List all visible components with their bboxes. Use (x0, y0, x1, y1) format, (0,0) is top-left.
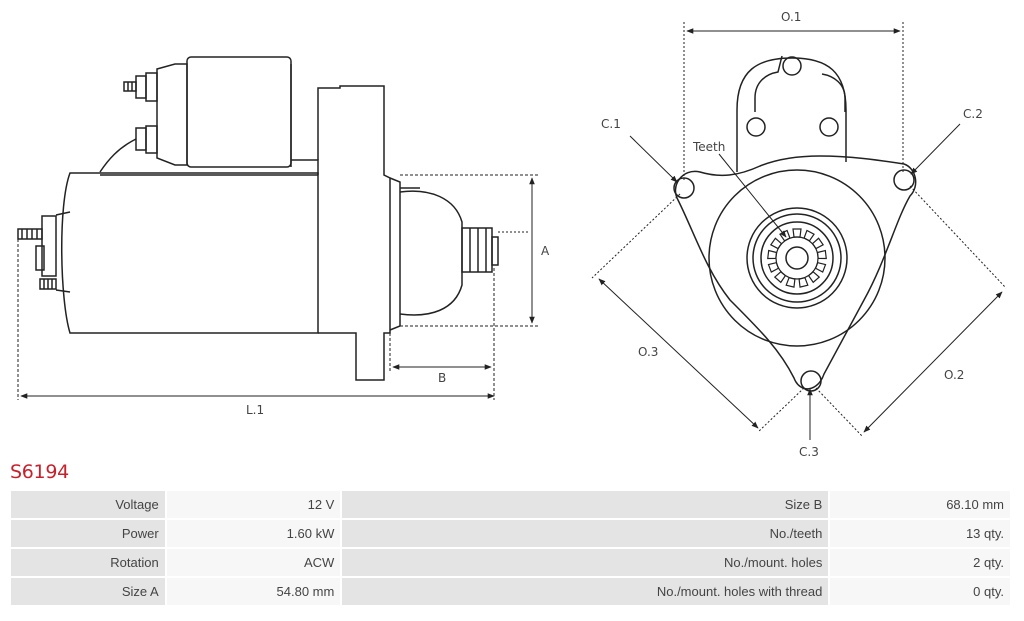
spec-value: 2 qty. (830, 549, 1010, 576)
dim-label-o1: O.1 (781, 10, 801, 24)
spec-label: No./mount. holes with thread (342, 578, 829, 605)
spec-label: Voltage (11, 491, 165, 518)
spec-value: 13 qty. (830, 520, 1010, 547)
spec-label: Size A (11, 578, 165, 605)
spec-label: Power (11, 520, 165, 547)
spec-value: 0 qty. (830, 578, 1010, 605)
dim-label-a: A (541, 244, 550, 258)
dim-label-b: B (438, 371, 446, 385)
spec-value: 68.10 mm (830, 491, 1010, 518)
spec-value: 1.60 kW (166, 520, 341, 547)
spec-label: No./mount. holes (342, 549, 829, 576)
drive-housing (317, 85, 391, 381)
starter-technical-drawing: A B L.1 (17, 10, 1007, 459)
dim-label-c3: C.3 (799, 445, 819, 459)
dim-label-l1: L.1 (246, 403, 264, 417)
rear-cover (55, 211, 71, 293)
flange-nose (389, 177, 401, 331)
spec-label: No./teeth (342, 520, 829, 547)
front-view (673, 55, 917, 392)
dim-label-o2: O.2 (944, 368, 964, 382)
housing-ring (708, 169, 886, 347)
drive-nose (399, 190, 463, 316)
mounting-flange (674, 155, 917, 390)
pinion-teeth (767, 228, 827, 288)
spec-label: Size B (342, 491, 829, 518)
product-code: S6194 (10, 461, 69, 483)
dim-label-c1: C.1 (601, 117, 621, 131)
pinion-gear (461, 227, 499, 273)
spec-label: Rotation (11, 549, 165, 576)
front-view-dimensions (591, 22, 1007, 440)
side-view (17, 56, 499, 381)
dim-label-c2: C.2 (963, 107, 983, 121)
spec-value: 54.80 mm (166, 578, 341, 605)
terminal-bolt-lower (99, 125, 158, 173)
solenoid-cap (156, 63, 188, 166)
spec-value: ACW (166, 549, 341, 576)
solenoid-body (186, 56, 292, 168)
side-view-dimensions (17, 174, 540, 400)
dim-label-teeth: Teeth (692, 140, 725, 154)
rear-terminal-stud (17, 215, 57, 290)
terminal-bolt-top (123, 72, 158, 102)
spec-value: 12 V (166, 491, 341, 518)
motor-body (60, 172, 319, 334)
dim-label-o3: O.3 (638, 345, 658, 359)
